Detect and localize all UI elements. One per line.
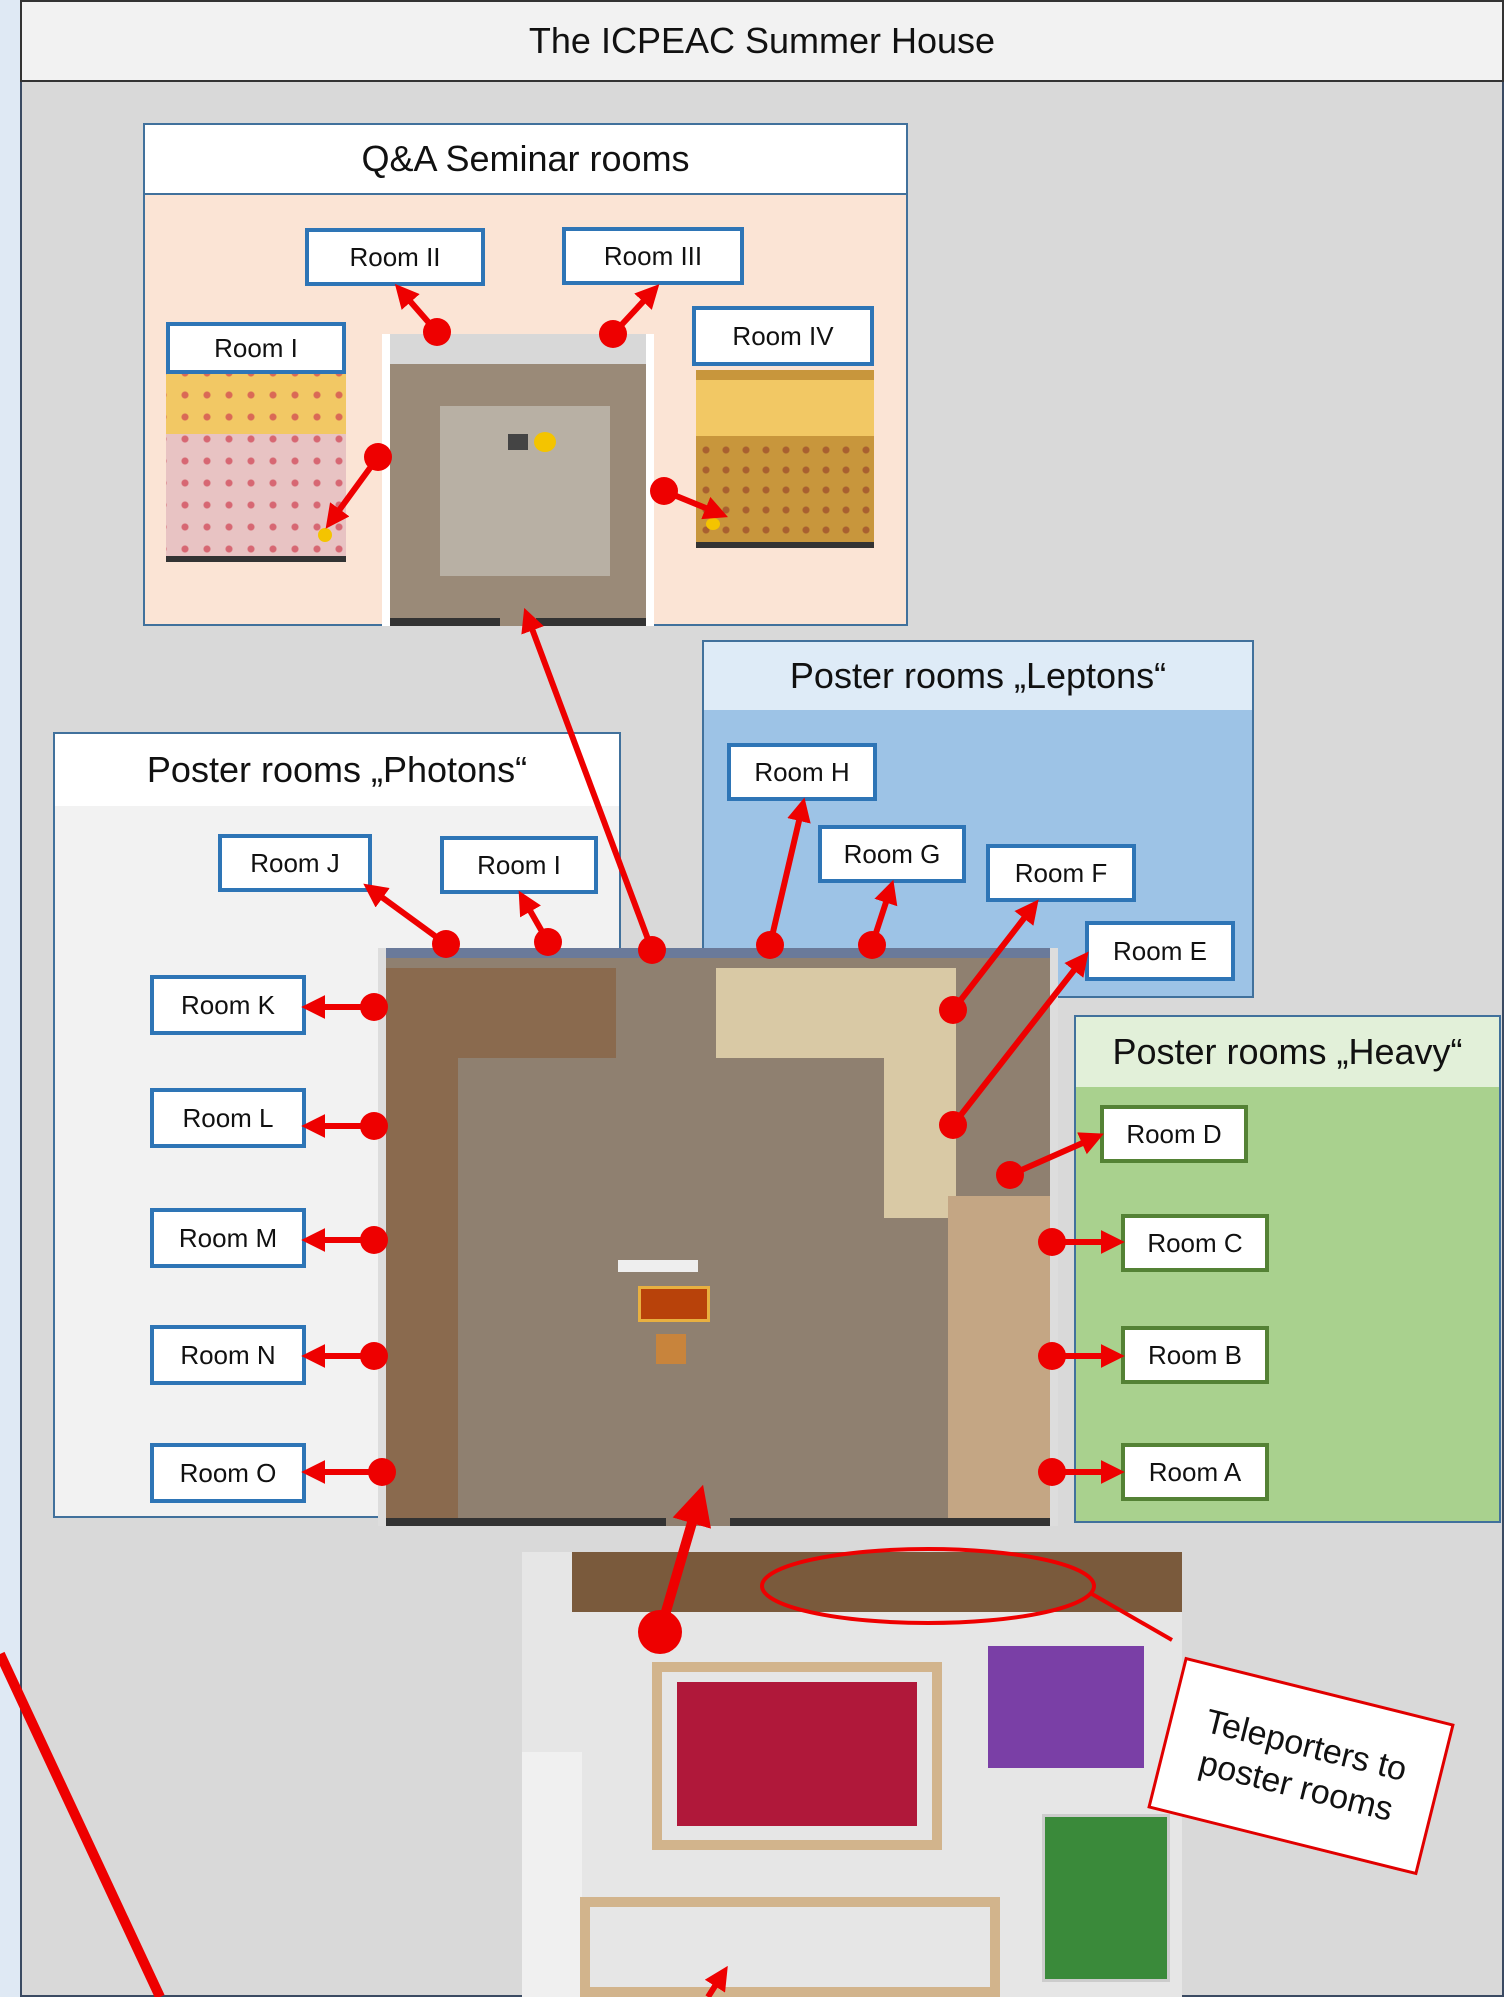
room-f-label[interactable]: Room F — [986, 844, 1136, 902]
dot-room-a — [1038, 1458, 1066, 1486]
dot-room-c — [1038, 1228, 1066, 1256]
room-iv-seminar-label[interactable]: Room IV — [692, 306, 874, 366]
dot-room-m — [360, 1226, 388, 1254]
arrow-to-room-j — [363, 883, 448, 947]
dot-room-i — [364, 443, 392, 471]
seminar-room-iv-map — [696, 370, 874, 548]
teleporter-ellipse — [760, 1547, 1096, 1625]
dot-room-ii — [423, 318, 451, 346]
dot-room-j — [432, 930, 460, 958]
callout-pointer — [1091, 1592, 1173, 1642]
room-iii-seminar-label[interactable]: Room III — [562, 227, 744, 285]
dot-room-i-poster — [534, 928, 562, 956]
arrow-to-room-d — [1008, 1132, 1104, 1178]
qa-seminar-title: Q&A Seminar rooms — [145, 125, 906, 195]
heavy-title: Poster rooms „Heavy“ — [1076, 1017, 1499, 1087]
room-l-label[interactable]: Room L — [150, 1088, 306, 1148]
long-diagonal-line — [0, 1651, 165, 1997]
dot-room-b — [1038, 1342, 1066, 1370]
arrow-entry — [704, 1965, 728, 1997]
room-n-label[interactable]: Room N — [150, 1325, 306, 1385]
dot-room-h — [756, 931, 784, 959]
room-j-label[interactable]: Room J — [218, 834, 372, 892]
central-poster-hall-map — [378, 948, 1058, 1526]
room-i-seminar-label[interactable]: Room I — [166, 322, 346, 374]
photons-title: Poster rooms „Photons“ — [55, 734, 619, 806]
arrow-to-room-e — [950, 951, 1089, 1127]
arrow-to-room-h — [767, 797, 811, 946]
arrow-to-room-f — [950, 899, 1039, 1012]
room-a-label[interactable]: Room A — [1121, 1443, 1269, 1501]
seminar-room-i-map — [166, 374, 346, 562]
dot-room-l — [360, 1112, 388, 1140]
arrow-to-qa — [521, 607, 655, 952]
dot-room-f — [939, 996, 967, 1024]
dot-room-g — [858, 931, 886, 959]
room-c-label[interactable]: Room C — [1121, 1214, 1269, 1272]
page-title: The ICPEAC Summer House — [20, 0, 1504, 82]
dot-to-qa — [638, 936, 666, 964]
leptons-title: Poster rooms „Leptons“ — [704, 642, 1252, 710]
dot-room-iv — [650, 477, 678, 505]
room-m-label[interactable]: Room M — [150, 1208, 306, 1268]
dot-room-o — [368, 1458, 396, 1486]
arrow-lobby-to-hall — [655, 1484, 712, 1634]
dot-room-k — [360, 993, 388, 1021]
dot-lobby — [638, 1610, 682, 1654]
room-k-label[interactable]: Room K — [150, 975, 306, 1035]
dot-room-e — [939, 1111, 967, 1139]
dot-room-d — [996, 1161, 1024, 1189]
room-e-label[interactable]: Room E — [1085, 921, 1235, 981]
dot-room-n — [360, 1342, 388, 1370]
dot-room-iii — [599, 320, 627, 348]
